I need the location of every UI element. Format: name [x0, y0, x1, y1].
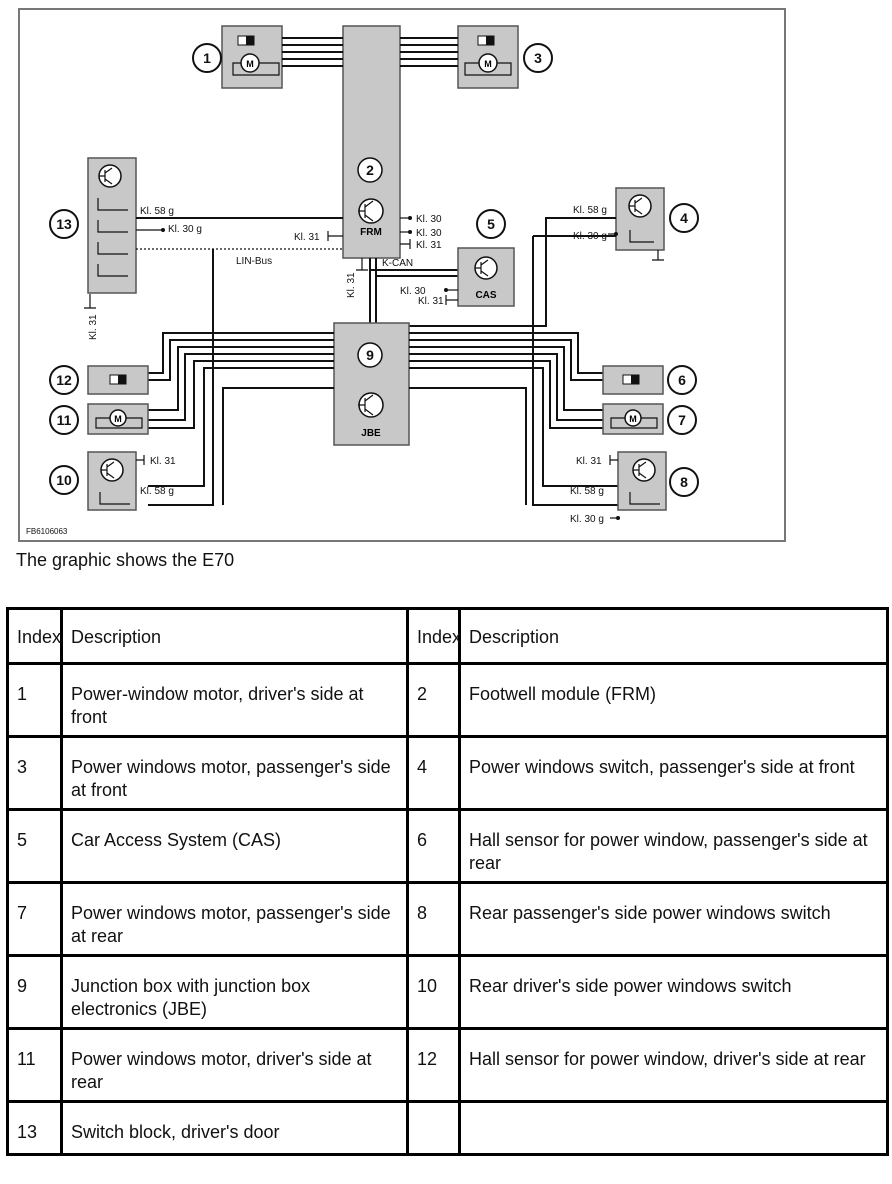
- switch-8-kl31: Kl. 31: [576, 456, 602, 467]
- switch-8-kl58g: Kl. 58 g: [570, 486, 604, 497]
- callout-13: 13: [56, 216, 72, 232]
- frm-kl31-left: Kl. 31: [294, 232, 320, 243]
- index-cell: 13: [6, 1100, 63, 1156]
- lin-bus-label: LIN-Bus: [236, 256, 272, 267]
- index-cell: [406, 1100, 461, 1156]
- motor-7-label: M: [629, 414, 637, 424]
- index-cell: 1: [6, 662, 63, 738]
- index-cell: 8: [406, 881, 461, 957]
- header-description-1: Description: [60, 607, 409, 665]
- callout-7: 7: [678, 412, 686, 428]
- figure-id: FB6106063: [26, 527, 68, 536]
- description-cell: Power windows switch, passenger's side a…: [458, 735, 889, 811]
- table-row: 11 Power windows motor, driver's side at…: [6, 1027, 889, 1103]
- description-cell: Switch block, driver's door: [60, 1100, 409, 1156]
- table-row: 13 Switch block, driver's door: [6, 1100, 889, 1156]
- motor-3-label: M: [484, 59, 492, 69]
- callout-1: 1: [203, 50, 211, 66]
- index-cell: 9: [6, 954, 63, 1030]
- transistor-icon: [100, 458, 124, 482]
- frm-kl31-bottom: Kl. 31: [346, 272, 357, 298]
- frm-label: FRM: [360, 227, 382, 238]
- index-cell: 4: [406, 735, 461, 811]
- switch-10-kl58g: Kl. 58 g: [140, 486, 174, 497]
- index-cell: 2: [406, 662, 461, 738]
- callout-9: 9: [366, 347, 374, 363]
- switch-4-box: [615, 187, 665, 251]
- motor-11-label: M: [114, 414, 122, 424]
- cas-kl31: Kl. 31: [418, 296, 444, 307]
- callout-3: 3: [534, 50, 542, 66]
- description-cell: Power windows motor, passenger's side at…: [60, 735, 409, 811]
- description-cell: Power windows motor, passenger's side at…: [60, 881, 409, 957]
- callout-10: 10: [56, 472, 72, 488]
- transistor-icon: [474, 256, 498, 280]
- description-cell: Hall sensor for power window, driver's s…: [458, 1027, 889, 1103]
- table-row: 7 Power windows motor, passenger's side …: [6, 881, 889, 957]
- frm-kl30-b: Kl. 30: [416, 228, 442, 239]
- table-header-row: Index Description Index Description: [6, 607, 889, 665]
- cas-kl30: Kl. 30: [400, 286, 426, 297]
- header-index-2: Index: [406, 607, 461, 665]
- callout-6: 6: [678, 372, 686, 388]
- callout-5: 5: [487, 216, 495, 232]
- jbe-label: JBE: [361, 428, 381, 439]
- header-index-1: Index: [6, 607, 63, 665]
- k-can-label: K-CAN: [382, 258, 413, 269]
- index-cell: 3: [6, 735, 63, 811]
- switch-13-kl31: Kl. 31: [88, 314, 99, 340]
- description-cell: Car Access System (CAS): [60, 808, 409, 884]
- transistor-icon: [358, 392, 384, 418]
- callout-2: 2: [366, 162, 374, 178]
- header-description-2: Description: [458, 607, 889, 665]
- description-cell: Power-window motor, driver's side at fro…: [60, 662, 409, 738]
- table-row: 3 Power windows motor, passenger's side …: [6, 735, 889, 811]
- index-cell: 6: [406, 808, 461, 884]
- switch-4-kl58g: Kl. 58 g: [573, 205, 607, 216]
- index-cell: 12: [406, 1027, 461, 1103]
- index-cell: 7: [6, 881, 63, 957]
- table-row: 1 Power-window motor, driver's side at f…: [6, 662, 889, 738]
- jbe-module: [333, 322, 410, 446]
- transistor-icon: [358, 198, 384, 224]
- switch-8-kl30g: Kl. 30 g: [570, 514, 604, 525]
- switch-10-kl31: Kl. 31: [150, 456, 176, 467]
- cas-label: CAS: [475, 290, 496, 301]
- description-cell: Rear passenger's side power windows swit…: [458, 881, 889, 957]
- description-cell: Hall sensor for power window, passenger'…: [458, 808, 889, 884]
- callout-11: 11: [57, 412, 72, 428]
- table-row: 5 Car Access System (CAS) 6 Hall sensor …: [6, 808, 889, 884]
- description-cell: Power windows motor, driver's side at re…: [60, 1027, 409, 1103]
- index-cell: 5: [6, 808, 63, 884]
- callout-8: 8: [680, 474, 688, 490]
- transistor-icon: [98, 164, 122, 188]
- index-cell: 11: [6, 1027, 63, 1103]
- transistor-icon: [632, 458, 656, 482]
- switch-13-kl58g: Kl. 58 g: [140, 206, 174, 217]
- index-cell: 10: [406, 954, 461, 1030]
- table-row: 9 Junction box with junction box electro…: [6, 954, 889, 1030]
- callout-4: 4: [680, 210, 688, 226]
- switch-13-kl30g: Kl. 30 g: [168, 224, 202, 235]
- description-cell: Footwell module (FRM): [458, 662, 889, 738]
- figure-caption: The graphic shows the E70: [16, 550, 235, 570]
- wiring-diagram: 2 FRM M 1 M 3 Kl. 31 13 Kl. 58 g Kl. 30 …: [18, 8, 786, 542]
- transistor-icon: [628, 194, 652, 218]
- callout-12: 12: [56, 372, 72, 388]
- legend-table: Index Description Index Description 1 Po…: [6, 607, 889, 1156]
- description-cell: Junction box with junction box electroni…: [60, 954, 409, 1030]
- motor-1-label: M: [246, 59, 254, 69]
- frm-kl30-a: Kl. 30: [416, 214, 442, 225]
- frm-kl31-right: Kl. 31: [416, 240, 442, 251]
- description-cell: [458, 1100, 889, 1156]
- description-cell: Rear driver's side power windows switch: [458, 954, 889, 1030]
